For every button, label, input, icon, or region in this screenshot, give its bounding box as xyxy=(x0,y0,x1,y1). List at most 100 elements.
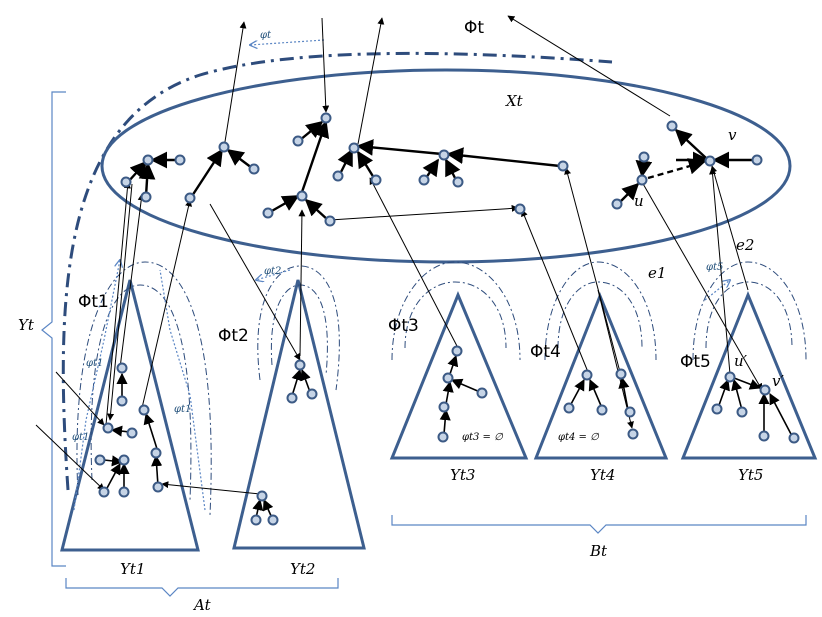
label-e1: e1 xyxy=(648,264,667,282)
node xyxy=(438,149,450,161)
node xyxy=(262,207,274,219)
t4-edge-1 xyxy=(569,379,585,407)
node xyxy=(332,170,344,182)
triangle-y-t5 xyxy=(680,291,818,460)
edge-e2 xyxy=(710,165,749,291)
node xyxy=(615,368,627,380)
node xyxy=(514,203,526,215)
edge-x-to-t2 xyxy=(209,203,301,361)
node xyxy=(751,154,763,166)
label-e2: e2 xyxy=(736,236,755,254)
x-edge-8 xyxy=(269,194,300,214)
node xyxy=(418,174,430,186)
t4-edge-2 xyxy=(588,378,603,409)
node xyxy=(611,198,623,210)
label-y-t4: Yt4 xyxy=(590,466,616,484)
x-edge-11 xyxy=(337,148,354,175)
label-y-t3: Yt3 xyxy=(450,466,476,484)
t1-edge-3 xyxy=(105,463,121,491)
t2-edge-2 xyxy=(300,368,311,393)
phi-t5-dome-inner xyxy=(705,281,793,349)
t1-edge-7 xyxy=(151,454,163,487)
x-edge-15 xyxy=(446,147,561,168)
x-edge-12 xyxy=(356,150,376,179)
edge-x-to-t1 xyxy=(107,183,133,421)
label-phi-t1: Φt1 xyxy=(78,292,109,312)
label-y-t5: Yt5 xyxy=(738,466,764,484)
label-phi-t2: Φt2 xyxy=(218,326,249,346)
t5-edge-2 xyxy=(731,378,743,411)
node-u xyxy=(636,174,648,186)
t5-edge-4 xyxy=(769,393,793,437)
phi-t-blue-arrow xyxy=(250,39,325,45)
x-edge-9 xyxy=(304,198,329,221)
node xyxy=(292,135,304,147)
label-y-t2: Yt2 xyxy=(290,560,316,578)
x-edge-16 xyxy=(674,128,707,159)
node xyxy=(596,404,608,416)
node xyxy=(174,154,186,166)
node xyxy=(248,163,260,175)
node xyxy=(451,345,463,357)
phi-t2-blue-arrow xyxy=(256,269,291,280)
triangle-y-t4 xyxy=(533,291,669,460)
triangle-y-t1 xyxy=(60,279,200,552)
t2-edge-4 xyxy=(262,498,274,519)
node xyxy=(306,388,318,400)
node xyxy=(102,422,114,434)
node xyxy=(581,369,593,381)
node xyxy=(184,192,196,204)
edge-x-mid-to-node xyxy=(329,204,519,221)
node-v-prime xyxy=(759,384,771,396)
node xyxy=(638,151,650,163)
node xyxy=(142,154,154,166)
x-edge-6 xyxy=(299,120,324,141)
dashed-edge-u-v xyxy=(647,158,706,180)
label-phi-t1-a: φt1 xyxy=(86,358,104,369)
node xyxy=(98,486,110,498)
node xyxy=(563,402,575,414)
x-edge-3 xyxy=(138,162,156,197)
node xyxy=(218,141,230,153)
b-t-brace xyxy=(391,515,807,534)
t3-edge-4 xyxy=(447,354,459,375)
x-edge-20 xyxy=(635,159,653,178)
node xyxy=(118,486,130,498)
t1-edge-6 xyxy=(143,412,159,453)
edge-e1 xyxy=(641,181,763,391)
node xyxy=(94,454,106,466)
node xyxy=(116,395,128,407)
phi-t1-dome-inner xyxy=(90,284,192,501)
node xyxy=(736,406,748,418)
t3-edge-1 xyxy=(439,408,451,435)
node xyxy=(286,392,298,404)
node xyxy=(138,404,150,416)
label-phi-t-small: φt xyxy=(260,30,272,41)
node xyxy=(627,428,639,440)
x-edge-14 xyxy=(444,158,461,181)
edge-t2-to-x xyxy=(298,209,306,357)
node xyxy=(348,142,360,154)
label-u-prime: u′ xyxy=(734,352,748,370)
edge-x-to-top-3 xyxy=(507,15,671,117)
edge-x-to-top-1 xyxy=(223,21,247,149)
phi-t4-dome-inner xyxy=(557,281,643,349)
label-phi-t4-empty: φt4 = ∅ xyxy=(558,432,599,443)
phi-t2-dome-inner xyxy=(270,284,328,376)
label-phi-t5-small: φt5 xyxy=(706,262,724,273)
node xyxy=(370,174,382,186)
phi-t1-blue-arrow-b xyxy=(159,269,206,511)
node xyxy=(296,190,308,202)
x-edge-2 xyxy=(127,160,148,183)
node xyxy=(442,372,454,384)
label-phi-t1-b: φt1 xyxy=(72,432,90,443)
t5-edge-5 xyxy=(733,377,762,390)
x-edge-10 xyxy=(356,139,443,156)
label-phi-t1-c: φt1 xyxy=(174,404,192,415)
node xyxy=(116,362,128,374)
label-phi-t2-small: φt2 xyxy=(264,266,282,277)
edge-t3-to-x xyxy=(369,177,459,349)
node xyxy=(666,120,678,132)
label-v-prime: v′ xyxy=(772,372,784,390)
triangle-y-t3 xyxy=(389,291,529,460)
